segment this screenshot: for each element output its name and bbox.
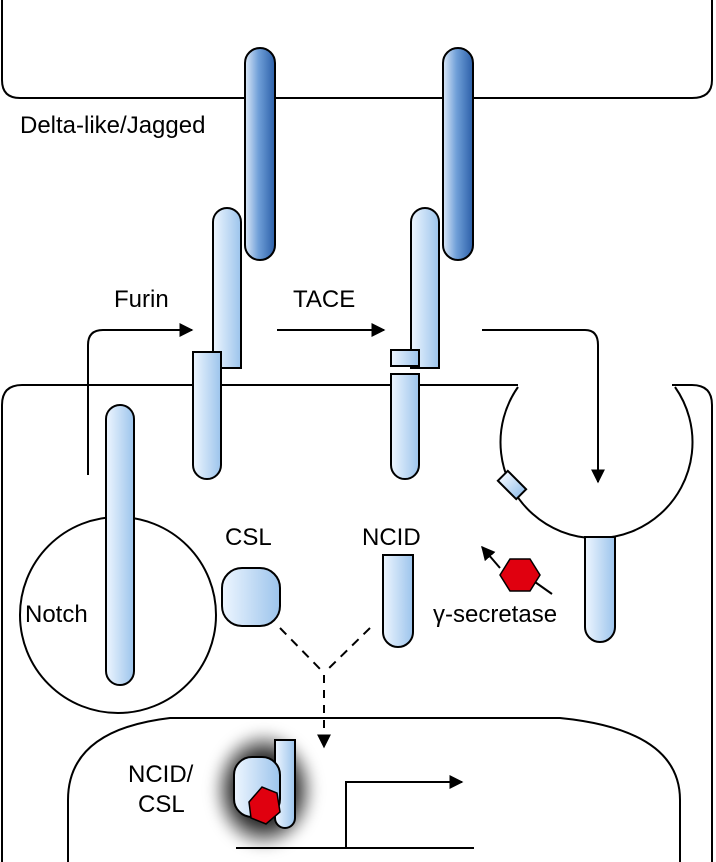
notch-label: Notch [25,601,88,628]
receiving-cell-membrane-right [672,384,713,862]
notch-ecd-furin [212,207,242,369]
gamma-secretase-label: γ-secretase [433,601,557,628]
endosome-fragment [496,469,528,501]
endocytosis-arrow [482,329,605,484]
notch-full [105,404,135,686]
transcription-arrow [345,775,464,848]
ligand-right [442,47,474,261]
csl-dashed-path [279,627,324,673]
receiving-cell-membrane [1,384,518,862]
endosome-notch-stub [584,536,616,643]
csl-protein [221,567,281,627]
complex-label-line1: NCID/ [128,761,194,788]
sending-cell-membrane [1,0,713,99]
notch-stub-tace [390,349,420,367]
ncid-protein [382,554,414,648]
ligand-label: Delta-like/Jagged [20,112,205,139]
furin-label: Furin [114,286,169,313]
ncid-label: NCID [362,524,421,551]
csl-label: CSL [225,524,272,551]
nucleus-membrane [67,717,681,862]
ncid-dashed-path [324,627,371,673]
ncid-csl-complex [212,730,316,850]
notch-ecd-tace [410,207,440,369]
notch-tm-tace [390,373,420,480]
complex-label-line2: CSL [138,791,185,818]
notch-tm-furin [192,351,222,480]
ligand-left [244,47,276,261]
gamma-secretase-icon [481,545,553,595]
tace-label: TACE [293,286,355,313]
endosome-vesicle [499,386,694,540]
furin-arrow [87,323,194,475]
